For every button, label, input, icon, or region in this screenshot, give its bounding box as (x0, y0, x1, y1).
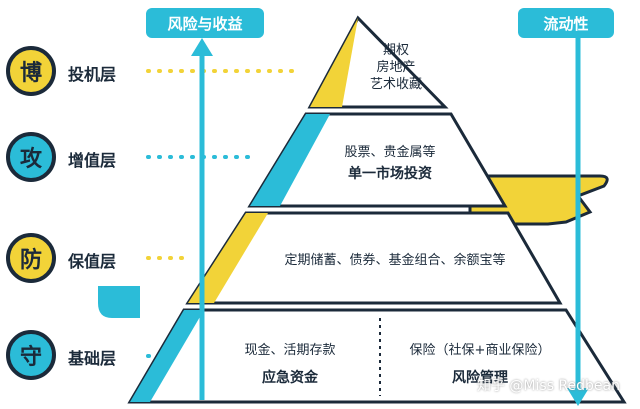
level-label-base: 基础层 (68, 349, 117, 368)
level-circle-growth: 攻 (6, 132, 56, 182)
liquidity-tag: 流动性 (518, 8, 614, 38)
watermark: 知乎 @Miss Redbean (476, 378, 620, 394)
base-left-title: 应急资金 (262, 370, 318, 386)
back-stripe-left (98, 286, 140, 318)
tier-base-accent (130, 310, 204, 402)
tier-second-items: 股票、贵金属等 (344, 145, 436, 160)
level-char: 博 (19, 61, 42, 86)
base-right-items: 保险（社保+商业保险） (409, 343, 551, 358)
risk-return-tag: 风险与收益 (146, 8, 264, 38)
level-label-preserve: 保值层 (68, 252, 117, 271)
tier-second-title: 单一市场投资 (348, 166, 432, 182)
tier-third-accent (188, 213, 268, 303)
tier-second-accent (250, 114, 330, 206)
liquidity-label: 流动性 (543, 14, 589, 33)
level-label-growth: 增值层 (68, 151, 117, 170)
level-char: 守 (19, 345, 42, 370)
liquidity-arrow-head (567, 388, 589, 406)
tier-top-text: 期权 房地产 艺术收藏 (356, 42, 436, 93)
level-circle-base: 守 (6, 330, 56, 380)
level-circle-preserve: 防 (6, 233, 56, 283)
risk-arrow-head (191, 38, 213, 56)
tier-top-accent (310, 18, 358, 107)
tier-third-items: 定期储蓄、债券、基金组合、余额宝等 (284, 253, 506, 268)
tier-third (185, 211, 563, 305)
tier-top-item: 房地产 (376, 60, 416, 75)
level-char: 攻 (19, 147, 42, 172)
risk-return-label: 风险与收益 (167, 14, 243, 33)
level-label-speculation: 投机层 (68, 65, 117, 84)
base-right-title: 风险管理 (452, 370, 508, 386)
tier-top-item: 期权 (382, 43, 409, 58)
level-char: 防 (19, 248, 42, 273)
level-circle-speculation: 博 (6, 46, 56, 96)
tier-top-item: 艺术收藏 (369, 77, 422, 92)
base-left-items: 现金、活期存款 (244, 343, 336, 358)
